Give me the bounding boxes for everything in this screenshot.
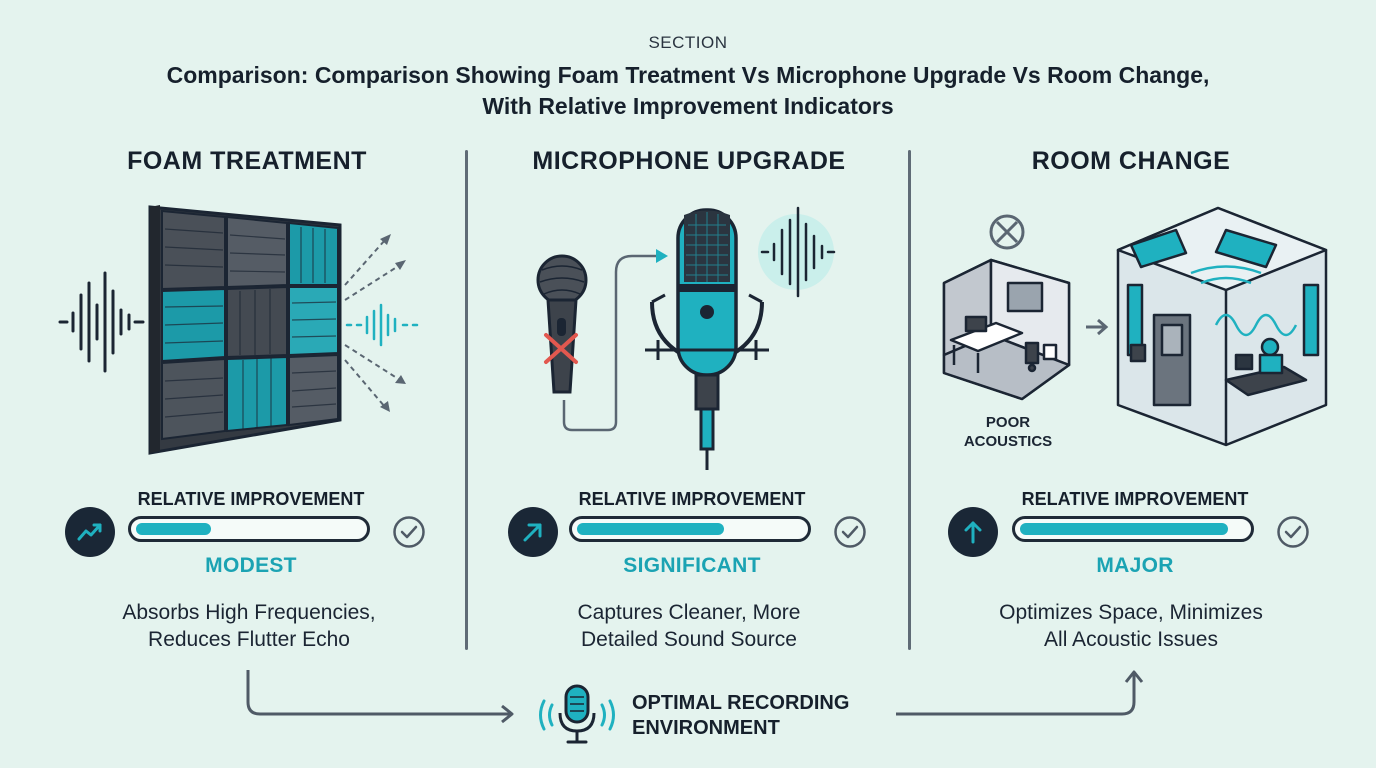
optimal-environment-line: OPTIMAL RECORDING: [632, 692, 850, 714]
blocked-x-icon: [989, 214, 1025, 250]
foam-description-line: Absorbs High Frequencies,: [122, 601, 376, 624]
room-description-line: All Acoustic Issues: [1044, 628, 1218, 651]
arrow-up-icon: [964, 521, 982, 544]
foam-description: Absorbs High Frequencies, Reduces Flutte…: [29, 599, 469, 653]
foam-improvement-level: MODEST: [205, 554, 297, 577]
microphone-trend-badge: [508, 507, 558, 557]
microphone-description-line: Detailed Sound Source: [581, 628, 797, 651]
check-circle-icon: [1277, 516, 1309, 548]
poor-room-icon: [942, 258, 1071, 401]
room-improvement-label: RELATIVE IMPROVEMENT: [1021, 489, 1249, 509]
room-improvement-bar: [1012, 516, 1254, 542]
handheld-microphone-icon: [536, 254, 588, 394]
treated-room-icon: [1116, 206, 1328, 447]
room-change-illustration: [942, 206, 1328, 447]
poor-acoustics-line: POOR: [985, 414, 1031, 431]
microphone-description: Captures Cleaner, More Detailed Sound So…: [469, 599, 909, 653]
condenser-microphone-icon: [645, 208, 769, 470]
microphone-improvement-level: SIGNIFICANT: [623, 554, 761, 577]
clean-sound-wave-icon: [760, 206, 836, 298]
section-label: SECTION: [648, 33, 728, 52]
foam-column-title: FOAM TREATMENT: [127, 147, 367, 175]
room-trend-badge: [948, 507, 998, 557]
foam-trend-badge: [65, 507, 115, 557]
reduced-sound-wave-icon: [345, 303, 419, 347]
microphone-description-line: Captures Cleaner, More: [577, 601, 801, 624]
check-circle-icon: [834, 516, 866, 548]
microphone-improvement-label: RELATIVE IMPROVEMENT: [578, 489, 806, 509]
microphone-upgrade-illustration: [536, 206, 836, 470]
trend-up-icon: [77, 523, 102, 541]
foam-description-line: Reduces Flutter Echo: [148, 628, 350, 651]
room-description-line: Optimizes Space, Minimizes: [999, 601, 1263, 624]
column-divider: [908, 150, 911, 650]
room-improvement-bar-fill: [1020, 523, 1228, 535]
footer-connectors: [246, 670, 1144, 724]
room-improvement-level: MAJOR: [1096, 554, 1174, 577]
page-title: Comparison: Comparison Showing Foam Trea…: [166, 62, 1210, 119]
microphone-improvement-bar: [569, 516, 811, 542]
optimal-environment-line: ENVIRONMENT: [632, 717, 780, 739]
incoming-sound-wave-icon: [58, 271, 145, 373]
optimal-environment-label: OPTIMAL RECORDING ENVIRONMENT: [632, 691, 902, 741]
check-circle-icon: [393, 516, 425, 548]
foam-improvement-bar-fill: [136, 523, 211, 535]
room-description: Optimizes Space, Minimizes All Acoustic …: [911, 599, 1351, 653]
microphone-column-title: MICROPHONE UPGRADE: [532, 147, 846, 175]
room-column-title: ROOM CHANGE: [1031, 147, 1231, 175]
podcast-microphone-icon: [539, 684, 615, 744]
arrow-up-right-icon: [523, 523, 542, 542]
foam-panel-illustration: [58, 205, 419, 455]
poor-acoustics-label: POOR ACOUSTICS: [938, 413, 1078, 451]
microphone-improvement-bar-fill: [577, 523, 724, 535]
foam-improvement-label: RELATIVE IMPROVEMENT: [137, 489, 365, 509]
poor-acoustics-line: ACOUSTICS: [963, 433, 1053, 450]
column-divider: [465, 150, 468, 650]
foam-improvement-bar: [128, 516, 370, 542]
